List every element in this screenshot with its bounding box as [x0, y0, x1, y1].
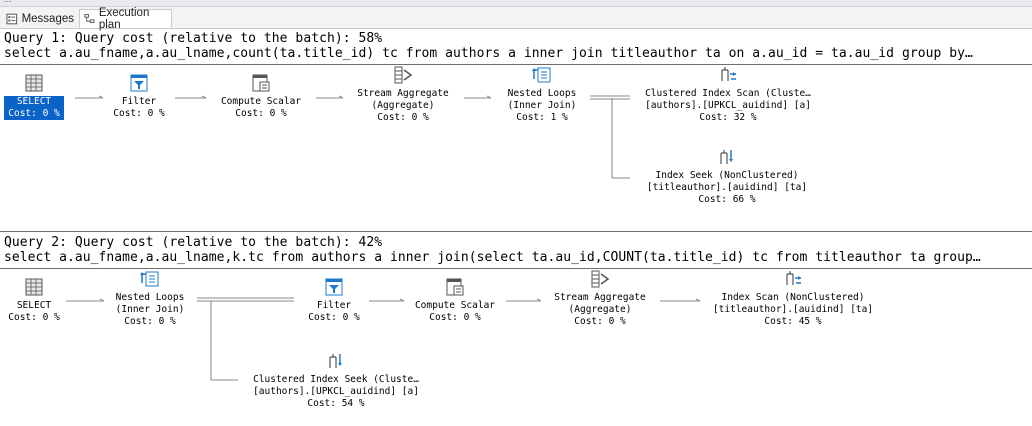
select-label: SELECT — [16, 96, 52, 107]
query-2-sql-separator — [0, 268, 1032, 269]
execution-plan-icon — [84, 13, 95, 23]
nested-loops-sublabel: (Inner Join) — [115, 304, 185, 315]
query-2-separator — [0, 231, 1032, 232]
plan-node-index-seek[interactable]: Index Seek (NonClustered)[titleauthor].[… — [632, 148, 822, 206]
clustered-index-scan-icon — [721, 67, 736, 81]
index-seek-icon — [720, 150, 733, 164]
filter-label: Filter — [316, 300, 352, 311]
select-icon — [25, 74, 43, 92]
tab-messages-label: Messages — [21, 12, 74, 25]
filter-icon — [325, 278, 343, 296]
stream-aggregate-label: Stream Aggregate — [554, 292, 646, 303]
top-strip: ... — [0, 0, 1032, 7]
filter-icon — [130, 74, 148, 92]
nested-loops-cost: Cost: 0 % — [124, 316, 176, 327]
compute-scalar-label: Compute Scalar — [414, 300, 496, 311]
clustered-index-scan-label: Clustered Index Scan (Cluste… — [645, 88, 811, 99]
compute-scalar-cost: Cost: 0 % — [429, 312, 481, 323]
index-seek-cost: Cost: 66 % — [698, 194, 756, 205]
nested-loops-icon — [140, 271, 159, 287]
index-scan-cost: Cost: 45 % — [764, 316, 822, 327]
stream-aggregate-icon — [394, 66, 413, 84]
nested-loops-label: Nested Loops — [507, 88, 577, 99]
clustered-index-scan-cost: Cost: 32 % — [699, 112, 757, 123]
messages-icon — [6, 13, 18, 24]
nested-loops-sublabel: (Inner Join) — [507, 100, 577, 111]
plan-node-stream-aggregate[interactable]: Stream Aggregate(Aggregate)Cost: 0 % — [348, 66, 458, 124]
plan-node-stream-aggregate[interactable]: Stream Aggregate(Aggregate)Cost: 0 % — [543, 270, 657, 328]
filter-cost: Cost: 0 % — [308, 312, 360, 323]
top-strip-text: ... — [4, 0, 12, 4]
index-scan-object: [titleauthor].[auidind] [ta] — [712, 304, 874, 315]
stream-aggregate-sublabel: (Aggregate) — [568, 304, 632, 315]
plan-node-clustered-index-seek[interactable]: Clustered Index Seek (Cluste…[authors].[… — [238, 352, 434, 410]
compute-scalar-cost: Cost: 0 % — [235, 108, 287, 119]
results-tab-bar: Messages Execution plan — [0, 6, 1032, 31]
query-1-separator — [0, 64, 1032, 65]
nested-loops-icon — [532, 67, 551, 83]
plan-node-index-scan[interactable]: Index Scan (NonClustered)[titleauthor].[… — [700, 270, 886, 328]
stream-aggregate-label: Stream Aggregate — [357, 88, 449, 99]
clustered-index-seek-cost: Cost: 54 % — [307, 398, 365, 409]
query-1-sql: select a.au_fname,a.au_lname,count(ta.ti… — [4, 46, 973, 61]
nested-loops-cost: Cost: 1 % — [516, 112, 568, 123]
query-1-header: Query 1: Query cost (relative to the bat… — [4, 31, 383, 46]
clustered-index-seek-label: Clustered Index Seek (Cluste… — [253, 374, 419, 385]
index-seek-label: Index Seek (NonClustered) — [655, 170, 799, 181]
index-scan-icon — [786, 271, 801, 285]
filter-label: Filter — [121, 96, 157, 107]
index-seek-object: [titleauthor].[auidind] [ta] — [646, 182, 808, 193]
plan-node-nested-loops[interactable]: Nested Loops(Inner Join)Cost: 0 % — [104, 270, 196, 328]
tab-messages[interactable]: Messages — [2, 9, 78, 28]
index-scan-label: Index Scan (NonClustered) — [721, 292, 865, 303]
clustered-index-seek-object: [authors].[UPKCL_auidind] [a] — [253, 386, 419, 397]
compute-scalar-icon — [252, 74, 270, 92]
filter-cost: Cost: 0 % — [113, 108, 165, 119]
select-cost: Cost: 0 % — [8, 108, 60, 119]
nested-loops-label: Nested Loops — [115, 292, 185, 303]
tab-execution-plan[interactable]: Execution plan — [79, 6, 172, 31]
select-label: SELECT — [16, 300, 52, 311]
plan-node-nested-loops[interactable]: Nested Loops(Inner Join)Cost: 1 % — [496, 66, 588, 124]
stream-aggregate-icon — [591, 270, 610, 288]
compute-scalar-label: Compute Scalar — [220, 96, 302, 107]
compute-scalar-icon — [446, 278, 464, 296]
select-icon — [25, 278, 43, 296]
plan-node-clustered-index-scan[interactable]: Clustered Index Scan (Cluste…[authors].[… — [630, 66, 826, 124]
stream-aggregate-sublabel: (Aggregate) — [371, 100, 435, 111]
stream-aggregate-cost: Cost: 0 % — [377, 112, 429, 123]
clustered-index-scan-object: [authors].[UPKCL_auidind] [a] — [645, 100, 811, 111]
query-2-header: Query 2: Query cost (relative to the bat… — [4, 235, 383, 250]
clustered-index-seek-icon — [329, 354, 342, 368]
query-2-sql: select a.au_fname,a.au_lname,k.tc from a… — [4, 250, 981, 265]
select-cost: Cost: 0 % — [8, 312, 60, 323]
tab-execution-plan-label: Execution plan — [98, 6, 150, 31]
stream-aggregate-cost: Cost: 0 % — [574, 316, 626, 327]
